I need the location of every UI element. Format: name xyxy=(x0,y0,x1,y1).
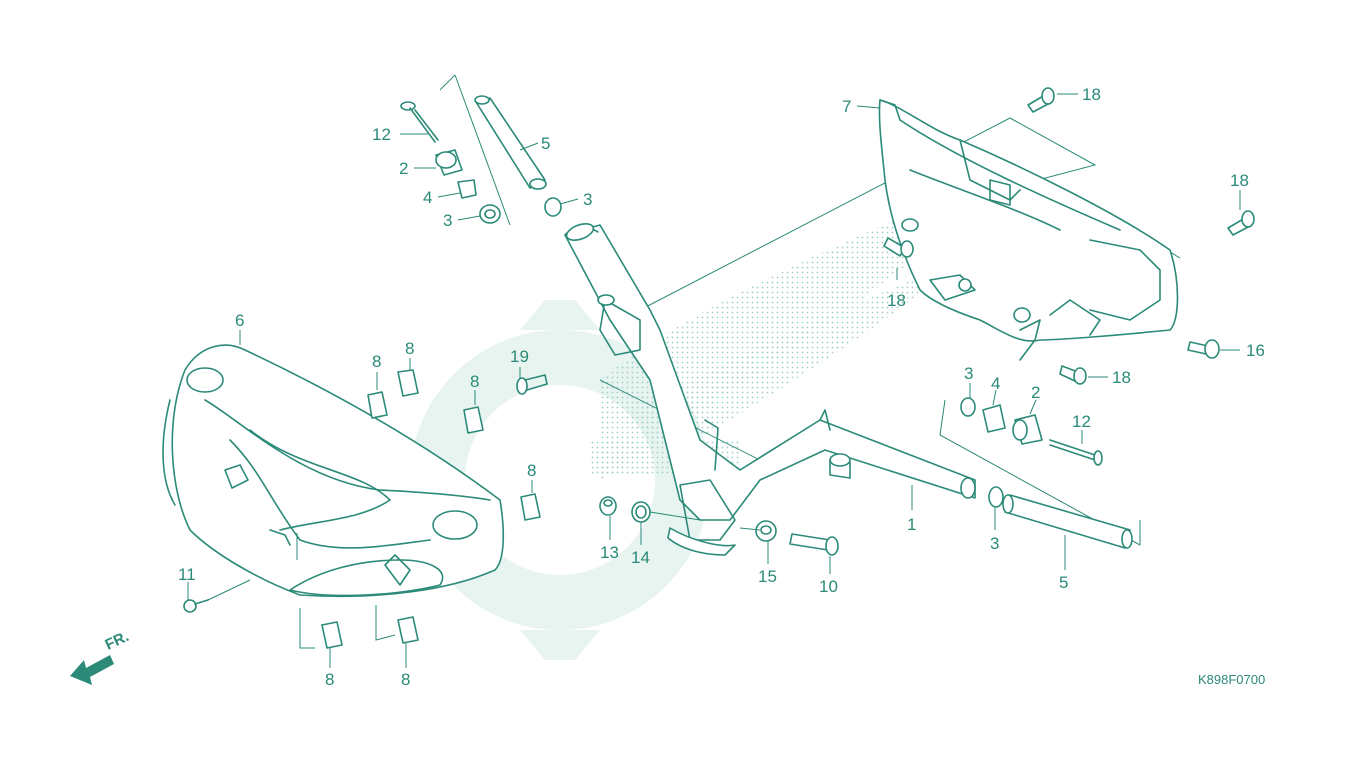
callout-13: 13 xyxy=(600,543,619,562)
callout-3-right: 3 xyxy=(964,364,973,383)
bolt-10 xyxy=(789,533,839,556)
callout-3-lower-right: 3 xyxy=(990,534,999,553)
callout-10: 10 xyxy=(819,577,838,596)
collar-15 xyxy=(755,520,777,542)
callout-5-upper: 5 xyxy=(541,134,550,153)
washer-14 xyxy=(631,501,651,523)
handlebar-pipe xyxy=(564,223,976,556)
weight-2-upper xyxy=(435,149,463,176)
nut-3-right xyxy=(960,397,976,417)
callout-8-f: 8 xyxy=(401,670,410,689)
callout-8-c: 8 xyxy=(470,372,479,391)
callout-5-right: 5 xyxy=(1059,573,1068,592)
callout-3-upper-right: 3 xyxy=(583,190,592,209)
callout-3-upper: 3 xyxy=(443,211,452,230)
callout-14: 14 xyxy=(631,548,650,567)
callout-leaders xyxy=(187,93,1241,668)
front-direction-label: FR. xyxy=(103,628,132,654)
diagram-code: K898F0700 xyxy=(1198,672,1265,687)
clip-4-upper xyxy=(457,179,477,199)
callout-18-top: 18 xyxy=(1082,85,1101,104)
callout-18-lower: 18 xyxy=(1112,368,1131,387)
front-direction-arrow-icon xyxy=(70,655,114,685)
bolt-16 xyxy=(1187,339,1220,359)
handlebar-front-cover xyxy=(162,344,505,598)
callout-18-right: 18 xyxy=(1230,171,1249,190)
bolt-18 xyxy=(883,87,1255,385)
callout-12-right: 12 xyxy=(1072,412,1091,431)
collar-13 xyxy=(599,496,617,516)
nut-3-upper-right xyxy=(544,197,562,217)
small-parts xyxy=(70,87,1255,685)
callout-labels: 12 2 4 3 5 3 7 18 18 18 16 18 6 8 8 8 19… xyxy=(178,85,1265,689)
callout-12-upper: 12 xyxy=(372,125,391,144)
callout-4-right: 4 xyxy=(991,374,1000,393)
callout-8-a: 8 xyxy=(372,352,381,371)
callout-8-d: 8 xyxy=(527,461,536,480)
clip-4-right xyxy=(982,404,1006,433)
callout-7: 7 xyxy=(842,97,851,116)
callout-2-right: 2 xyxy=(1031,383,1040,402)
handlebar-rear-cover xyxy=(878,99,1179,361)
callout-18-left: 18 xyxy=(887,291,906,310)
screw-11 xyxy=(183,599,209,613)
rod-5-right xyxy=(988,486,1133,549)
bolt-19 xyxy=(516,374,548,395)
callout-1: 1 xyxy=(907,515,916,534)
callout-8-e: 8 xyxy=(325,670,334,689)
weight-2-right xyxy=(1012,414,1043,445)
callout-15: 15 xyxy=(758,567,777,586)
callout-2-upper: 2 xyxy=(399,159,408,178)
nut-3-upper xyxy=(479,204,501,224)
callout-4-upper: 4 xyxy=(423,188,432,207)
callout-8-b: 8 xyxy=(405,339,414,358)
bolt-12-right xyxy=(1049,439,1103,466)
callout-19: 19 xyxy=(510,347,529,366)
clip-nut-8 xyxy=(321,369,541,649)
callout-6: 6 xyxy=(235,311,244,330)
callout-11: 11 xyxy=(178,565,196,584)
callout-16: 16 xyxy=(1246,341,1265,360)
bolt-12-upper xyxy=(400,101,439,143)
rod-5-upper xyxy=(474,95,547,190)
